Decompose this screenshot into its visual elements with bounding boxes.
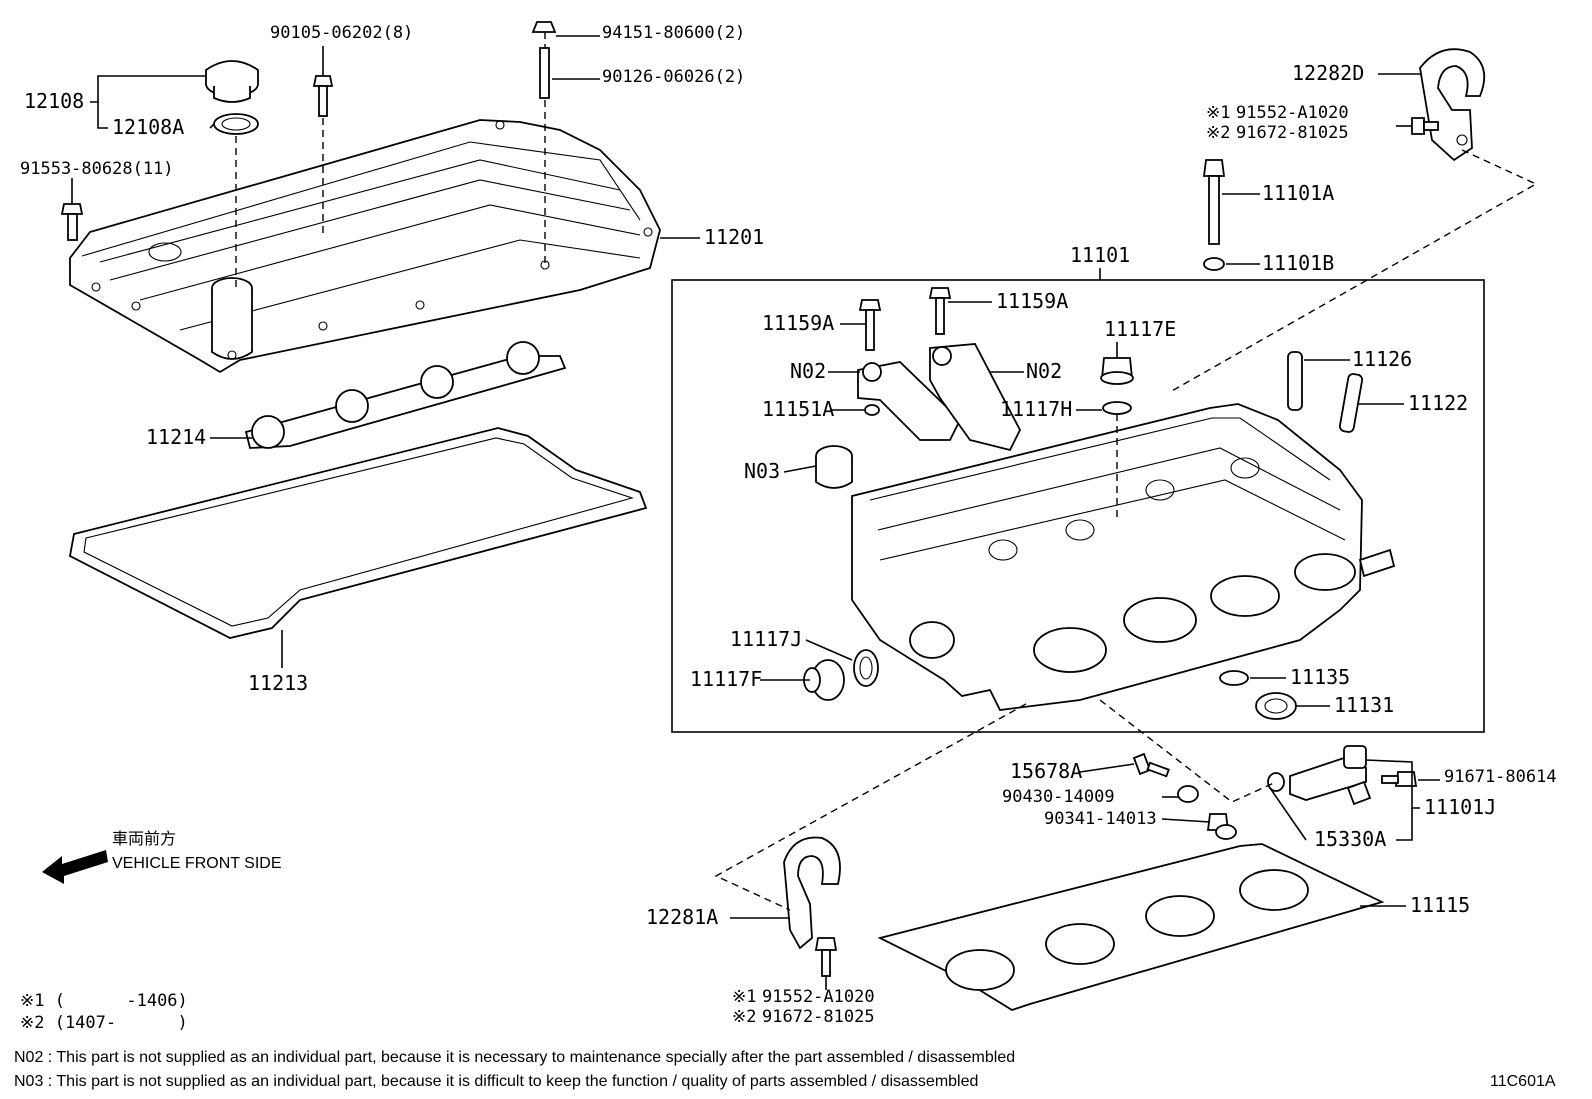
label-11117f: 11117F <box>690 667 762 691</box>
label-n02-right: N02 <box>1026 359 1062 383</box>
label-11117j: 11117J <box>730 627 802 651</box>
cylinder-head <box>851 403 1396 711</box>
label-11126: 11126 <box>1352 347 1412 371</box>
cylinder-head-cover <box>69 119 661 374</box>
label-91552-top: 91552-A1020 <box>1236 103 1349 123</box>
mark-1-top: ※1 <box>1206 103 1230 123</box>
label-94151: 94151-80600(2) <box>602 23 745 43</box>
label-12281a: 12281A <box>646 905 718 929</box>
gasket-11117j <box>853 649 879 687</box>
label-12108: 12108 <box>24 89 84 113</box>
gasket-11117h <box>1102 401 1132 415</box>
gasket-11135 <box>1219 670 1249 686</box>
washer-11101b <box>1203 257 1225 271</box>
cam-housing-plug-n03 <box>815 445 853 489</box>
mark-2-top: ※2 <box>1206 123 1230 143</box>
label-11159a-left: 11159A <box>762 311 834 335</box>
stud-and-nut <box>531 21 557 99</box>
label-91671: 91671-80614 <box>1444 767 1557 787</box>
bolt-12282d <box>1411 117 1439 135</box>
cylinder-head-frame <box>671 279 1485 733</box>
label-n03: N03 <box>744 459 780 483</box>
mark-2-bottom: ※2 <box>732 1007 756 1027</box>
head-cover-gasket <box>68 427 648 639</box>
label-91553: 91553-80628(11) <box>20 159 174 179</box>
cylinder-head-gasket <box>877 843 1385 1011</box>
oil-filler-cap <box>205 60 259 103</box>
label-90126: 90126-06026(2) <box>602 67 745 87</box>
label-91672-bottom: 91672-81025 <box>762 1007 875 1027</box>
front-arrow-icon <box>42 850 108 884</box>
bolt-15678a <box>1132 752 1170 778</box>
label-11214: 11214 <box>146 425 206 449</box>
stud-11126 <box>1287 351 1303 411</box>
diagram-id: 11C601A <box>1490 1073 1556 1090</box>
label-15330a: 15330A <box>1314 827 1386 851</box>
plug-tube-gasket <box>244 341 567 449</box>
cap-bolt-right <box>928 287 952 335</box>
label-11131: 11131 <box>1334 693 1394 717</box>
label-11101b: 11101B <box>1262 251 1334 275</box>
plug-90341 <box>1206 813 1237 840</box>
note-n02: N02 : This part is not supplied as an in… <box>14 1049 1015 1066</box>
stud-11122 <box>1338 373 1364 433</box>
label-11151a: 11151A <box>762 397 834 421</box>
label-11117h: 11117H <box>1000 397 1072 421</box>
washer-90430 <box>1177 785 1199 803</box>
label-11159a-right: 11159A <box>996 289 1068 313</box>
cap-bolt-left <box>858 299 882 351</box>
label-90105: 90105-06202(8) <box>270 23 413 43</box>
bolt-91553 <box>60 203 84 241</box>
label-11101a: 11101A <box>1262 181 1334 205</box>
label-11213: 11213 <box>248 671 308 695</box>
label-91552-bottom: 91552-A1020 <box>762 987 875 1007</box>
bolt-90105 <box>312 75 334 117</box>
label-11115: 11115 <box>1410 893 1470 917</box>
bolt-91671 <box>1381 771 1418 787</box>
oil-control-valve <box>1267 745 1372 806</box>
plug-11117e <box>1100 357 1134 385</box>
label-12282d: 12282D <box>1292 61 1364 85</box>
label-12108a: 12108A <box>112 115 184 139</box>
camshaft-bearing-cap-left <box>857 361 962 441</box>
legend-row-1: ※1 ( -1406) <box>20 991 188 1011</box>
mark-1-bottom: ※1 <box>732 987 756 1007</box>
leader-lines <box>71 35 1440 990</box>
label-11201: 11201 <box>704 225 764 249</box>
label-11135: 11135 <box>1290 665 1350 689</box>
label-90341: 90341-14013 <box>1044 809 1157 829</box>
note-n03: N03 : This part is not supplied as an in… <box>14 1073 978 1090</box>
front-marker-en: VEHICLE FRONT SIDE <box>112 855 282 872</box>
filler-cap-gasket <box>213 113 259 135</box>
seal-11131 <box>1255 692 1297 720</box>
engine-hanger-12281a <box>783 836 841 950</box>
bolt-12281a <box>814 937 838 977</box>
label-n02-left: N02 <box>790 359 826 383</box>
label-90430: 90430-14009 <box>1002 787 1115 807</box>
engine-hanger-12282d <box>1419 48 1486 162</box>
plug-11117f <box>803 659 845 701</box>
legend-row-2: ※2 (1407- ) <box>20 1013 188 1033</box>
front-marker-jp: 車両前方 <box>112 830 176 848</box>
label-15678a: 15678A <box>1010 759 1082 783</box>
label-11101j: 11101J <box>1424 795 1496 819</box>
camshaft-bearing-cap-right <box>929 343 1022 452</box>
pin-11151a <box>864 404 880 416</box>
label-11122: 11122 <box>1408 391 1468 415</box>
label-11117e: 11117E <box>1104 317 1176 341</box>
label-11101: 11101 <box>1070 243 1130 267</box>
head-bolt-11101a <box>1202 159 1226 245</box>
label-91672-top: 91672-81025 <box>1236 123 1349 143</box>
